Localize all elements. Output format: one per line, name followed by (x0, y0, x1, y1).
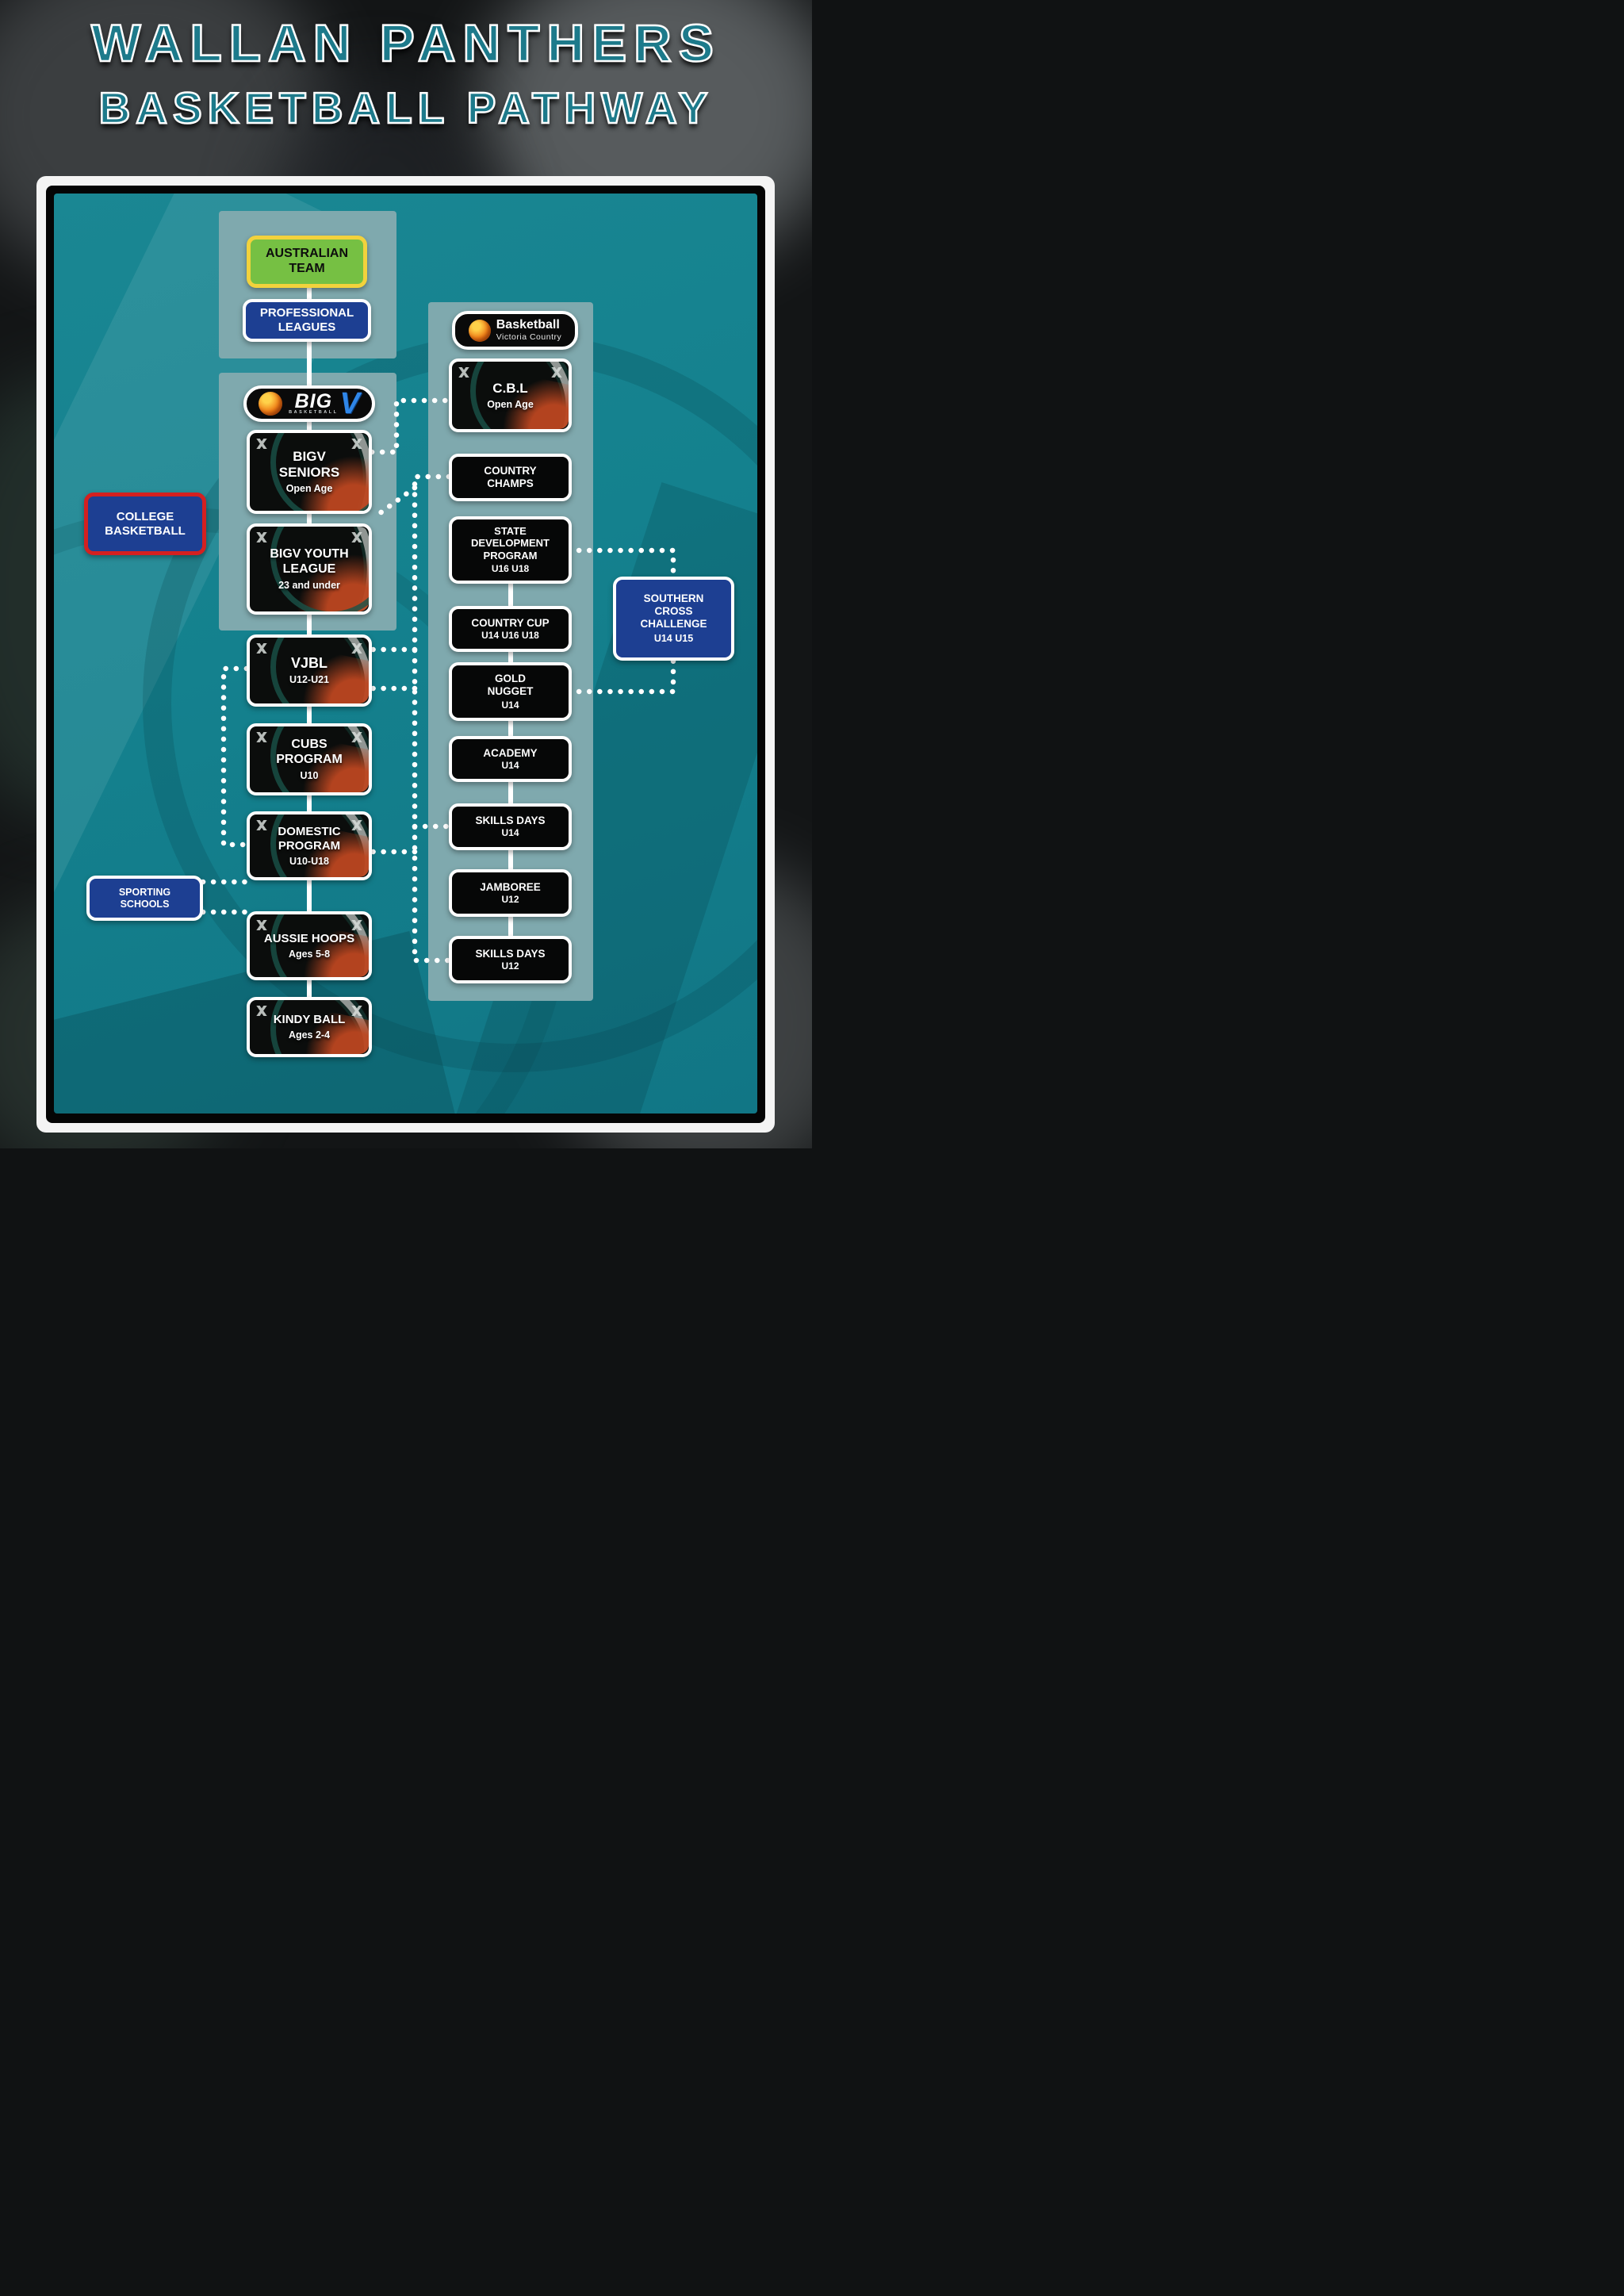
node-country-cup: COUNTRY CUP U14 U16 U18 (449, 606, 572, 652)
node-professional-leagues: PROFESSIONAL LEAGUES (243, 299, 371, 342)
node-title: ACADEMY (483, 746, 538, 759)
node-subtitle: Open Age (487, 398, 534, 410)
x-mark-decoration (350, 532, 363, 542)
node-title: SOUTHERN CROSS CHALLENGE (640, 592, 707, 631)
node-title: COLLEGE BASKETBALL (105, 509, 186, 538)
x-mark-decoration (350, 820, 363, 830)
node-subtitle: U12 (501, 893, 519, 905)
panther-artwork (470, 362, 569, 429)
node-title: GOLD NUGGET (487, 672, 534, 697)
node-subtitle: U10 (300, 769, 319, 781)
node-bigv-youth-league: BIGV YOUTH LEAGUE 23 and under (247, 523, 372, 615)
node-subtitle: Ages 2-4 (288, 1029, 331, 1041)
x-mark-decoration (550, 367, 563, 378)
node-aussie-hoops: AUSSIE HOOPS Ages 5-8 (247, 911, 372, 980)
node-subtitle: Ages 5-8 (288, 948, 331, 960)
node-subtitle: U14 U16 U18 (481, 629, 539, 641)
bvc-logo-line2: Victoria Country (496, 332, 562, 342)
node-gold-nugget: GOLD NUGGET U14 (449, 662, 572, 721)
panther-artwork (270, 815, 369, 877)
x-mark-decoration (458, 367, 470, 378)
bigv-logo-big: BIG (294, 389, 333, 412)
node-southern-cross-challenge: SOUTHERN CROSS CHALLENGE U14 U15 (613, 577, 734, 661)
poster-title-line1: WALLAN PANTHERS (90, 13, 721, 74)
node-title: SKILLS DAYS (475, 815, 546, 827)
node-title: JAMBOREE (480, 880, 541, 893)
node-title: AUSTRALIAN TEAM (266, 247, 348, 275)
panther-artwork (270, 1000, 369, 1054)
node-sporting-schools: SPORTING SCHOOLS (86, 876, 203, 921)
node-title: STATE DEVELOPMENT PROGRAM (471, 525, 550, 562)
basketball-icon (468, 319, 491, 342)
node-subtitle: 23 and under (278, 579, 340, 591)
node-academy: ACADEMY U14 (449, 736, 572, 782)
node-subtitle: U12 (501, 960, 519, 972)
node-title: SPORTING SCHOOLS (118, 886, 171, 910)
poster-title-line2: BASKETBALL PATHWAY (98, 82, 714, 134)
node-title: BIGV YOUTH LEAGUE (270, 546, 349, 576)
node-subtitle: Open Age (285, 483, 333, 495)
node-skills-days-u14: SKILLS DAYS U14 (449, 803, 572, 850)
x-mark-decoration (255, 532, 268, 542)
node-cbl: C.B.L Open Age (449, 358, 572, 432)
x-mark-decoration (255, 439, 268, 449)
node-domestic-program: DOMESTIC PROGRAM U10-U18 (247, 811, 372, 880)
x-mark-decoration (255, 820, 268, 830)
bigv-logo-v: V (339, 386, 360, 420)
bvc-logo-line1: Basketball (496, 318, 560, 332)
node-title: PROFESSIONAL LEAGUES (259, 306, 354, 334)
node-title: AUSSIE HOOPS (263, 931, 355, 945)
node-subtitle: U12-U21 (289, 674, 330, 686)
x-mark-decoration (255, 920, 268, 930)
bigv-logo-text: BIG BASKETBALL (289, 389, 339, 416)
x-mark-decoration (350, 732, 363, 742)
basketball-victoria-country-logo: Basketball Victoria Country (452, 311, 578, 350)
node-title: VJBL (290, 655, 327, 672)
panther-artwork (270, 914, 369, 977)
node-state-development-program: STATE DEVELOPMENT PROGRAM U16 U18 (449, 516, 572, 584)
bigv-logo: BIG BASKETBALL V (243, 385, 375, 422)
x-mark-decoration (255, 643, 268, 654)
node-australian-team: AUSTRALIAN TEAM (247, 236, 367, 288)
node-title: SKILLS DAYS (475, 947, 546, 960)
node-title: BIGV SENIORS (278, 449, 340, 481)
node-title: COUNTRY CHAMPS (484, 465, 537, 489)
node-subtitle: U16 U18 (491, 563, 530, 575)
node-subtitle: U14 (501, 759, 519, 771)
node-title: KINDY BALL (273, 1013, 346, 1027)
node-subtitle: U14 (501, 827, 519, 839)
panther-artwork (270, 433, 369, 511)
x-mark-decoration (255, 1006, 268, 1016)
node-title: C.B.L (492, 380, 528, 396)
poster: WALLAN PANTHERS BASKETBALL PATHWAY (0, 0, 812, 1148)
panther-artwork (270, 726, 369, 792)
x-mark-decoration (350, 1006, 363, 1016)
node-subtitle: U10-U18 (289, 855, 330, 867)
basketball-icon (259, 392, 283, 416)
node-title: COUNTRY CUP (471, 616, 550, 629)
node-bigv-seniors: BIGV SENIORS Open Age (247, 430, 372, 514)
x-mark-decoration (350, 643, 363, 654)
panther-artwork (270, 638, 369, 703)
node-title: CUBS PROGRAM (276, 737, 343, 766)
bigv-logo-tagline: BASKETBALL (289, 410, 339, 416)
node-jamboree: JAMBOREE U12 (449, 869, 572, 917)
node-college-basketball: COLLEGE BASKETBALL (84, 493, 206, 555)
node-skills-days-u12: SKILLS DAYS U12 (449, 936, 572, 983)
x-mark-decoration (350, 439, 363, 449)
x-mark-decoration (255, 732, 268, 742)
node-cubs-program: CUBS PROGRAM U10 (247, 723, 372, 795)
panther-artwork (270, 527, 369, 611)
x-mark-decoration (350, 920, 363, 930)
node-kindy-ball: KINDY BALL Ages 2-4 (247, 997, 372, 1057)
bvc-logo-text: Basketball Victoria Country (496, 318, 562, 342)
node-vjbl: VJBL U12-U21 (247, 634, 372, 707)
node-country-champs: COUNTRY CHAMPS (449, 454, 572, 501)
pathway-canvas: AUSTRALIAN TEAM PROFESSIONAL LEAGUES BIG… (54, 194, 757, 1114)
node-title: DOMESTIC PROGRAM (278, 825, 341, 853)
node-subtitle: U14 (501, 699, 519, 711)
node-subtitle: U14 U15 (653, 633, 694, 645)
